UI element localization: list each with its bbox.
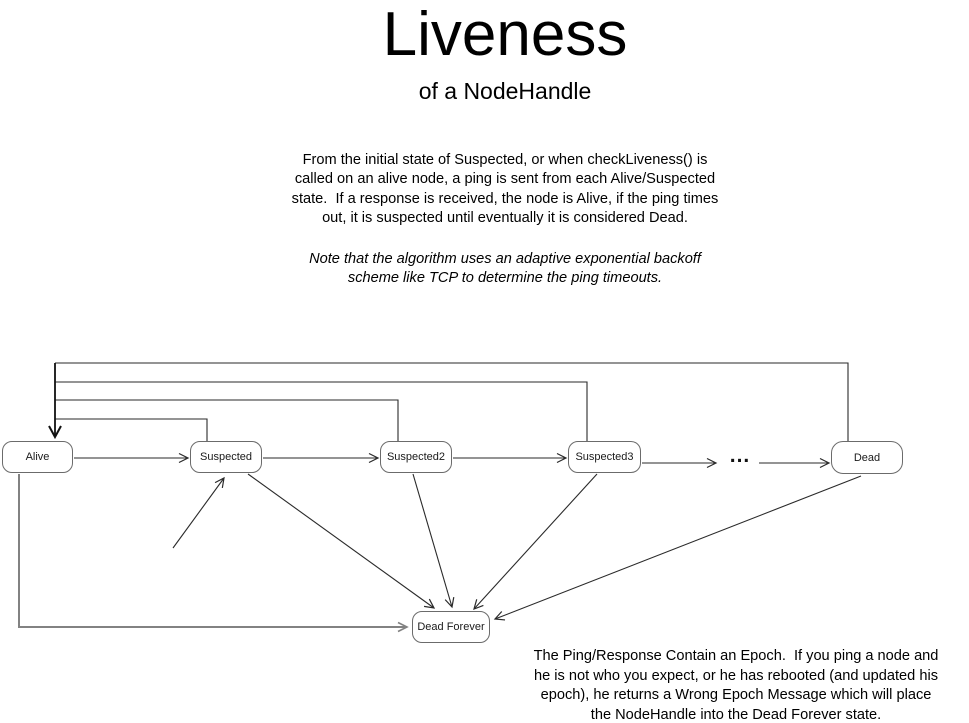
edge-suspected3-to-alive [55,381,588,441]
state-label: Dead [853,451,881,464]
state-label: Suspected3 [575,451,634,463]
intro-paragraph: From the initial state of Suspected, or … [250,151,760,229]
edge-suspected2-to-alive [55,399,399,441]
note-paragraph: Note that the algorithm uses an adaptive… [250,250,760,289]
edge-suspected3-to-deadforever [473,473,598,610]
state-suspected2: Suspected2 [380,441,452,473]
intro-line: From the initial state of Suspected, or … [302,152,708,168]
state-label: Alive [25,451,50,463]
page-subtitle: of a NodeHandle [418,78,592,104]
intro-line: state. If a response is received, the no… [291,190,719,207]
note-line: Note that the algorithm uses an adaptive… [309,251,701,267]
state-dead: Dead [831,441,903,474]
epoch-line: epoch), he returns a Wrong Epoch Message… [540,687,932,704]
ellipsis-states: ... [729,444,751,467]
state-label: Suspected2 [386,451,446,463]
state-label: Suspected [200,451,252,463]
title-block: Liveness of a NodeHandle [40,0,969,106]
state-suspected: Suspected [190,441,262,473]
edge-dead-to-deadforever [493,475,862,621]
edge-suspected-to-deadforever [247,473,436,609]
edge-alive-to-deadforever [18,474,409,633]
state-label: Dead Forever [417,621,485,633]
epoch-line: he is not who you expect, or he has rebo… [533,667,939,684]
page-title: Liveness [382,0,628,69]
state-dead-forever: Dead Forever [412,611,490,643]
intro-line: called on an alive node, a ping is sent … [294,171,716,188]
edge-suspected2-to-deadforever [412,473,455,609]
state-alive: Alive [2,441,73,473]
edge-suspected-to-alive [55,418,208,441]
state-suspected3: Suspected3 [568,441,641,473]
edge-initial-to-suspected [172,476,225,549]
edge-dead-to-alive [55,362,849,441]
epoch-paragraph: The Ping/Response Contain an Epoch. If y… [505,647,967,723]
intro-line: out, it is suspected until eventually it… [322,210,688,227]
note-line: scheme like TCP to determine the ping ti… [347,270,663,287]
epoch-line: the NodeHandle into the Dead Forever sta… [590,706,882,723]
epoch-line: The Ping/Response Contain an Epoch. If y… [533,648,939,664]
